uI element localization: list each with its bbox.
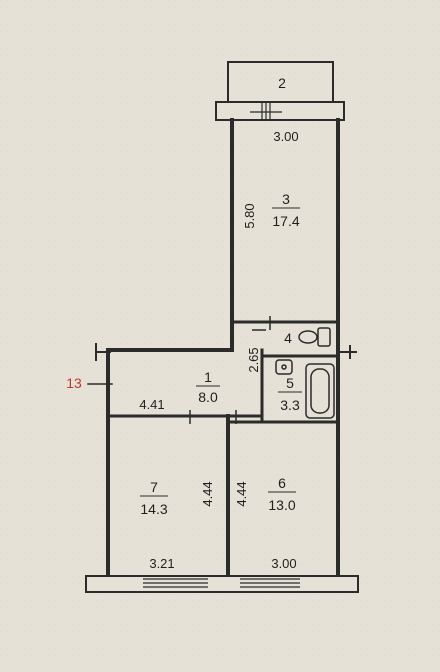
balcony-slab [215, 101, 345, 121]
sink-icon [275, 359, 293, 375]
bathtub-icon [305, 363, 335, 419]
room-6-number: 6 [278, 475, 286, 491]
room-6-length-label: 4.44 [234, 481, 249, 506]
ticks [189, 316, 271, 424]
balcony-width-label: 3.00 [273, 129, 298, 144]
windows [143, 103, 300, 588]
wall-bottom [85, 575, 359, 593]
room-3-area: 17.4 [272, 213, 299, 229]
unit-marker-label: 13 [66, 375, 82, 391]
room-4-number: 4 [284, 330, 292, 346]
room-7-length-label: 4.44 [200, 481, 215, 506]
toilet-icon [298, 327, 331, 347]
window-balcony [250, 103, 282, 119]
room-6-width-label: 3.00 [271, 556, 296, 571]
room-1-number: 1 [204, 369, 212, 385]
room-7-width-label: 3.21 [149, 556, 174, 571]
fixtures [275, 327, 335, 419]
room-5-number: 5 [286, 375, 294, 391]
room-6-area: 13.0 [268, 497, 295, 513]
room-3-number: 3 [282, 191, 290, 207]
window-room6 [240, 578, 300, 588]
room-5-area: 3.3 [280, 397, 300, 413]
room-2-number: 2 [278, 75, 286, 91]
room-7-number: 7 [150, 479, 158, 495]
room-1-area: 8.0 [198, 389, 218, 405]
room-3-length-label: 5.80 [242, 203, 257, 228]
labels: 2 3.00 3 17.4 5.80 4 5 3.3 2.65 1 8.0 4.… [66, 75, 302, 571]
corridor-length-label: 4.41 [139, 397, 164, 412]
window-room7 [143, 578, 208, 588]
bath-length-label: 2.65 [246, 347, 261, 372]
room-7-area: 14.3 [140, 501, 167, 517]
